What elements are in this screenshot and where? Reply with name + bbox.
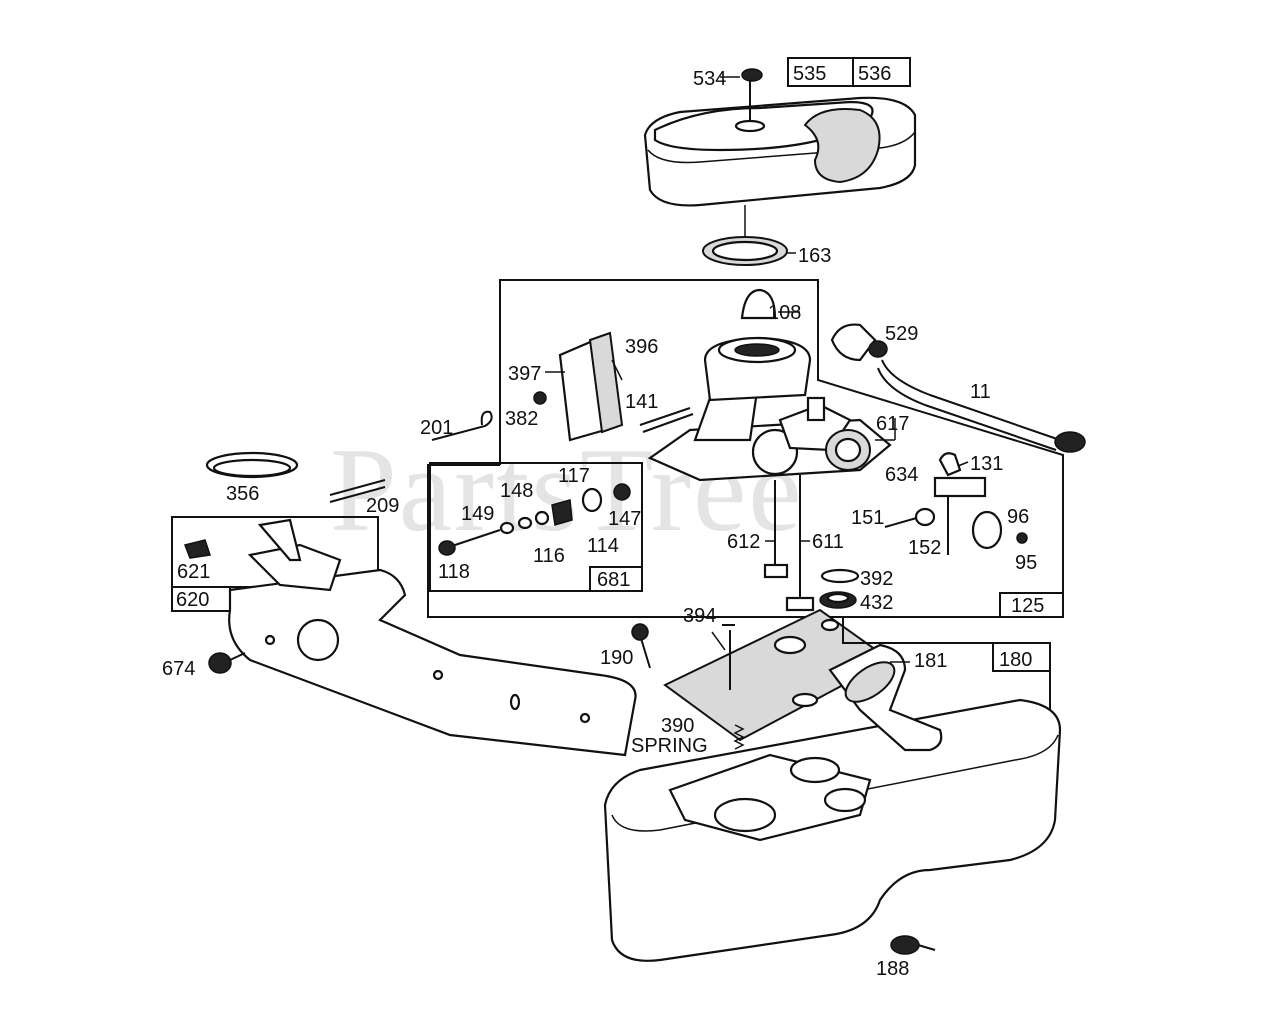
- callout-396: 396: [625, 336, 658, 358]
- callout-356: 356: [226, 483, 259, 505]
- callout-108: 108: [768, 302, 801, 324]
- callout-181: 181: [914, 650, 947, 672]
- callout-labels: 534 535 536 163 108 396 397 382 201 141 …: [162, 63, 1044, 980]
- callout-spring: SPRING: [631, 735, 708, 757]
- callout-147: 147: [608, 508, 641, 530]
- callout-116: 116: [533, 545, 565, 567]
- callout-382: 382: [505, 408, 538, 430]
- callout-617: 617: [876, 413, 909, 435]
- callout-620: 620: [176, 589, 209, 611]
- gasket-assembly: [631, 608, 892, 750]
- callout-117: 117: [558, 465, 590, 487]
- callout-621: 621: [177, 561, 210, 583]
- callout-180: 180: [999, 649, 1032, 671]
- callout-148: 148: [500, 480, 533, 502]
- callout-96: 96: [1007, 506, 1029, 528]
- callout-529: 529: [885, 323, 918, 345]
- air-cleaner-assembly: [643, 57, 917, 266]
- callout-125: 125: [1011, 595, 1044, 617]
- callout-201: 201: [420, 417, 453, 439]
- callout-611: 611: [812, 531, 844, 553]
- callout-95: 95: [1015, 552, 1037, 574]
- callout-151: 151: [851, 507, 884, 529]
- callout-432: 432: [860, 592, 893, 614]
- control-plate-assembly: [171, 451, 637, 757]
- callout-534: 534: [693, 68, 726, 90]
- callout-535: 535: [793, 63, 826, 85]
- callout-209: 209: [366, 495, 399, 517]
- callout-188: 188: [876, 958, 909, 980]
- callout-612: 612: [727, 531, 760, 553]
- callout-11: 11: [970, 381, 991, 403]
- callout-149: 149: [461, 503, 494, 525]
- callout-536: 536: [858, 63, 891, 85]
- carburetor-assembly: [427, 279, 1086, 618]
- callout-394: 394: [683, 605, 716, 627]
- fuel-tank: [603, 617, 1062, 962]
- callout-681: 681: [597, 569, 630, 591]
- callout-392: 392: [860, 568, 893, 590]
- callout-141: 141: [625, 391, 658, 413]
- callout-152: 152: [908, 537, 941, 559]
- callout-634: 634: [885, 464, 918, 486]
- callout-674: 674: [162, 658, 195, 680]
- callout-190: 190: [600, 647, 633, 669]
- callout-163: 163: [798, 245, 831, 267]
- callout-118: 118: [438, 561, 470, 583]
- callout-131: 131: [970, 453, 1003, 475]
- leader-lines: [545, 311, 969, 663]
- callout-114: 114: [587, 535, 619, 557]
- callout-397: 397: [508, 363, 541, 385]
- callout-390: 390: [661, 715, 694, 737]
